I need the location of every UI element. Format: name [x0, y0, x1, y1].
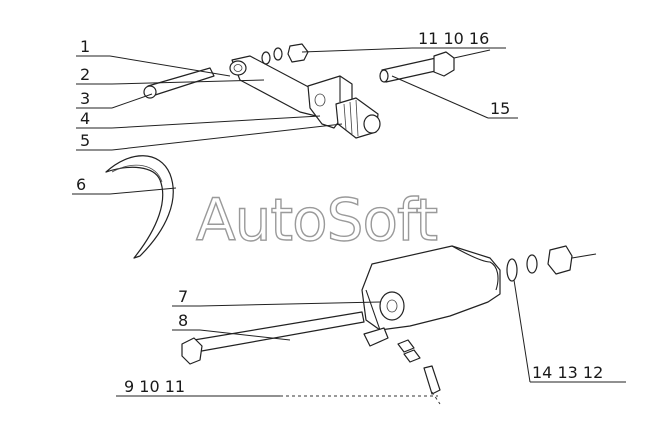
- lower-fasteners: [397, 339, 441, 405]
- callout-8: 8: [178, 311, 188, 330]
- callout-14-13-12: 14 13 12: [532, 363, 603, 382]
- lower-assembly: [181, 245, 597, 405]
- upper-threaded-bush: [335, 97, 381, 139]
- lower-small-block: [363, 327, 389, 347]
- callout-1: 1: [80, 37, 90, 56]
- lower-right-washers: [506, 245, 573, 282]
- lower-housing: [361, 245, 501, 331]
- callout-3: 3: [80, 89, 90, 108]
- callout-11-10-16: 11 10 16: [418, 29, 489, 48]
- callout-6: 6: [76, 175, 86, 194]
- upper-nut-washer: [261, 43, 309, 65]
- callout-15: 15: [490, 99, 510, 118]
- upper-arm: [229, 55, 319, 117]
- callout-2: 2: [80, 65, 90, 84]
- leader-lines: [72, 47, 626, 397]
- upper-long-bolt: [379, 51, 455, 83]
- watermark: AutoSoft: [196, 186, 437, 254]
- callout-7: 7: [178, 287, 188, 306]
- lower-long-bolt: [181, 311, 365, 365]
- upper-assembly: [143, 43, 491, 139]
- callout-4: 4: [80, 109, 90, 128]
- callout-9-10-11: 9 10 11: [124, 377, 185, 396]
- callout-5: 5: [80, 131, 90, 150]
- curved-tine: [105, 155, 174, 259]
